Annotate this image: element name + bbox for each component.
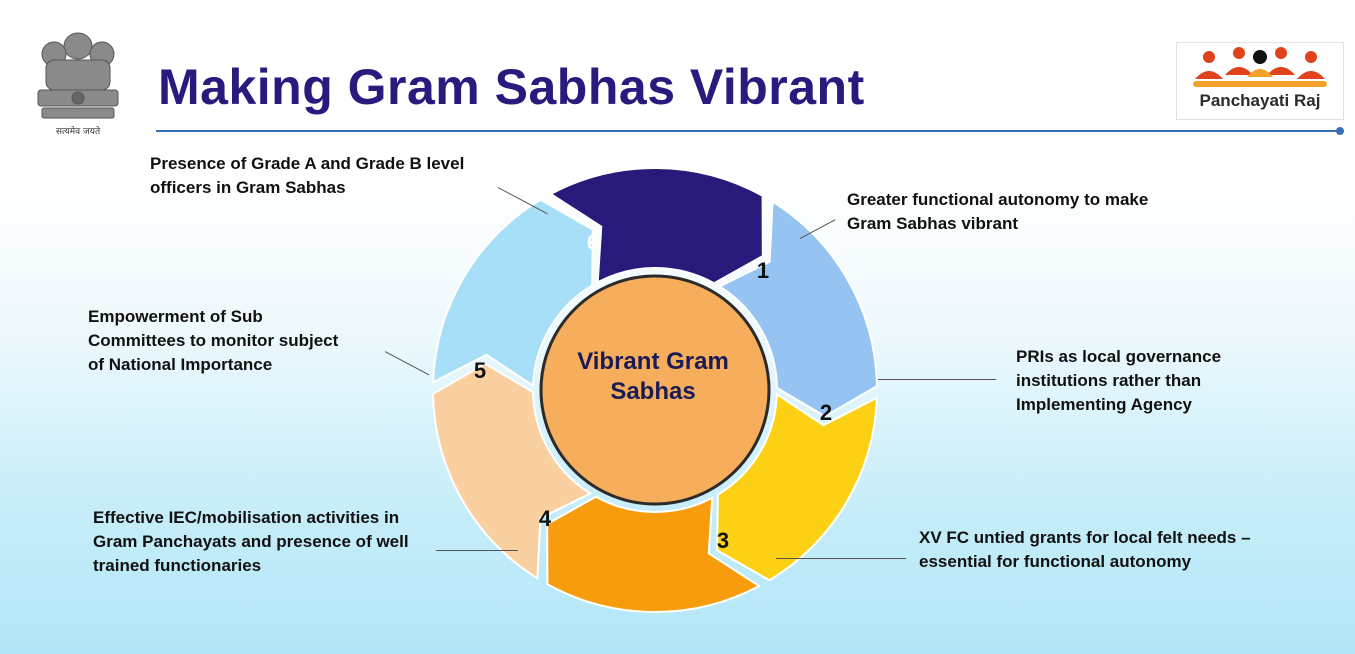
cycle-segment-1 xyxy=(717,199,879,418)
cycle-segment-6 xyxy=(548,167,764,285)
cycle-segment-3 xyxy=(546,495,762,613)
page-title: Making Gram Sabhas Vibrant xyxy=(158,59,865,115)
segment-number-2: 2 xyxy=(819,400,833,425)
segment-label-6: Presence of Grade A and Grade B level of… xyxy=(150,154,465,197)
panchayati-raj-logo-icon xyxy=(1193,47,1327,87)
segment-number-5: 5 xyxy=(473,358,487,383)
segment-number-3: 3 xyxy=(716,528,730,553)
segment-label-5: Empowerment of Sub Committees to monitor… xyxy=(88,307,339,374)
cycle-segment-4 xyxy=(431,362,593,581)
panchayati-raj-logo: Panchayati Raj xyxy=(1176,42,1344,120)
leader-line-2 xyxy=(878,379,996,381)
leader-line-4 xyxy=(436,550,518,552)
cycle-segment-5 xyxy=(432,198,594,388)
panchayati-raj-logo-text: Panchayati Raj xyxy=(1199,91,1321,110)
segment-label-3: XV FC untied grants for local felt needs… xyxy=(919,528,1251,571)
segment-number-6: 6 xyxy=(586,230,600,255)
emblem-caption: सत्यमेव जयते xyxy=(55,127,101,137)
cycle-segment-2 xyxy=(716,392,878,582)
segment-label-2: PRIs as local governance institutions ra… xyxy=(1016,347,1222,414)
center-circle xyxy=(539,274,771,506)
segment-number-1: 1 xyxy=(756,258,770,283)
leader-line-3 xyxy=(776,558,906,560)
segment-number-4: 4 xyxy=(538,506,552,531)
segment-label-4: Effective IEC/mobilisation activities in… xyxy=(93,508,409,575)
segment-label-1: Greater functional autonomy to make Gram… xyxy=(847,190,1149,233)
national-emblem-icon xyxy=(37,32,119,119)
title-underline-end-dot xyxy=(1336,127,1344,135)
center-label: Vibrant Gram Sabhas xyxy=(577,348,729,405)
title-underline xyxy=(156,130,1340,132)
